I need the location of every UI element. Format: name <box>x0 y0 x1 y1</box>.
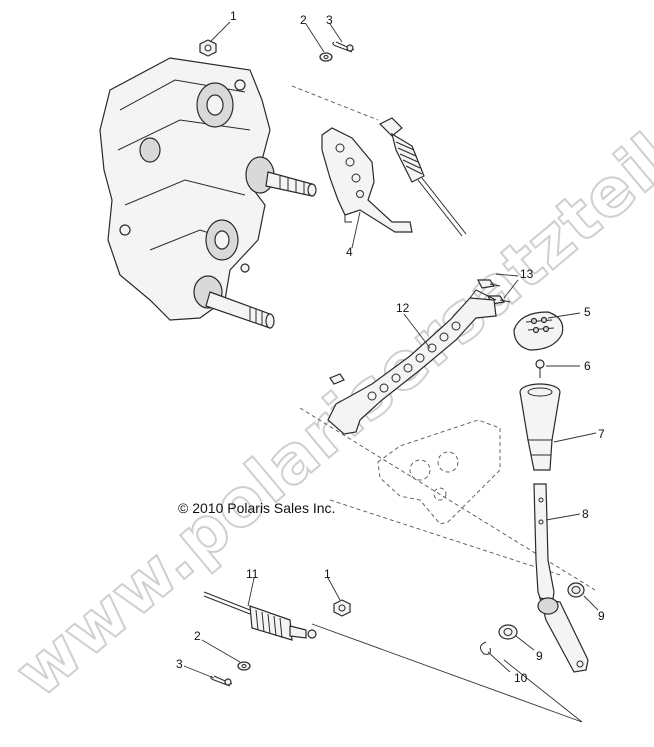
part-3-clip-lower <box>210 675 233 687</box>
frame-bracket-ghost <box>377 419 501 525</box>
part-7-shift-boot <box>519 383 561 471</box>
leader-line <box>503 279 519 299</box>
leader-line <box>553 432 597 443</box>
part-9-bushing-upper <box>567 582 585 598</box>
callout-1-lower: 1 <box>324 567 331 581</box>
part-2-washer <box>319 52 333 62</box>
part-1-nut <box>199 39 217 57</box>
leader-line <box>305 23 325 53</box>
guide-line <box>329 499 561 576</box>
callout-3-lower: 3 <box>176 657 183 671</box>
part-3-clip <box>332 41 355 53</box>
part-4-bracket <box>321 127 413 233</box>
part-6-screw <box>535 359 545 378</box>
leader-line <box>495 273 519 277</box>
leader-line <box>209 21 231 43</box>
leader-line <box>183 665 215 679</box>
leader-line <box>247 577 255 607</box>
part-5-shift-knob <box>513 311 564 351</box>
callout-12: 12 <box>396 301 410 315</box>
part-12-bracket <box>327 289 497 435</box>
callout-9-lower: 9 <box>536 649 543 663</box>
leader-line <box>403 313 431 349</box>
callout-7: 7 <box>598 427 605 441</box>
leader-line <box>327 577 341 601</box>
transmission-assembly <box>99 57 317 329</box>
leader-line <box>201 639 241 663</box>
guide-line <box>291 85 379 121</box>
part-2-washer-lower <box>237 661 251 671</box>
callout-8: 8 <box>582 507 589 521</box>
callout-9-upper: 9 <box>598 609 605 623</box>
callout-11: 11 <box>246 567 259 581</box>
part-9-bushing-lower <box>498 624 518 640</box>
callout-2-top: 2 <box>300 13 307 27</box>
callout-3-top: 3 <box>326 13 333 27</box>
callout-13: 13 <box>520 267 534 281</box>
upper-shift-cable <box>378 117 467 237</box>
callout-10: 10 <box>514 671 528 685</box>
callout-1-top: 1 <box>230 9 237 23</box>
copyright-notice: © 2010 Polaris Sales Inc. <box>178 500 335 516</box>
leader-line <box>547 312 581 319</box>
part-11-shift-cable <box>203 591 317 641</box>
assembly-line <box>311 623 583 723</box>
part-10-clip <box>480 641 491 655</box>
callout-4: 4 <box>346 245 353 259</box>
callout-5: 5 <box>584 305 591 319</box>
callout-2-lower: 2 <box>194 629 201 643</box>
leader-line <box>515 635 535 651</box>
leader-line <box>329 23 343 43</box>
leader-line <box>351 211 361 249</box>
leader-line <box>545 513 581 521</box>
part-1-nut-lower <box>333 599 351 617</box>
leader-line <box>583 595 599 611</box>
leader-line <box>487 651 511 673</box>
callout-6: 6 <box>584 359 591 373</box>
part-8-shift-lever <box>533 483 589 673</box>
